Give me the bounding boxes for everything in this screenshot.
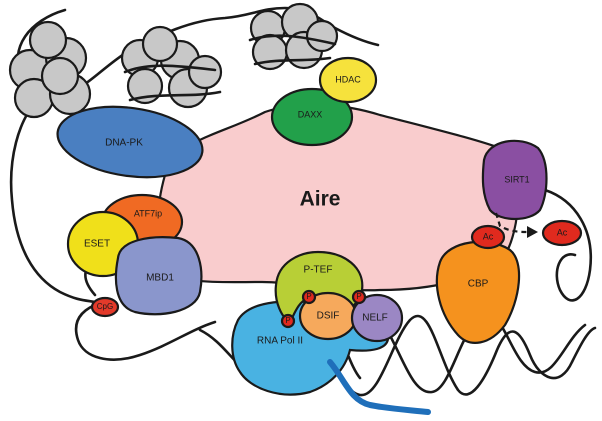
histone-wraps: [123, 34, 337, 102]
cbp-label: CBP: [468, 279, 489, 290]
dsif-label: DSIF: [317, 311, 340, 322]
rnapol-label: RNA Pol II: [257, 336, 303, 347]
rna-transcript: [327, 359, 431, 415]
dnapk-label: DNA-PK: [105, 138, 143, 149]
cpg-label: CpG: [97, 302, 113, 311]
dna-strand-bottom-2: [303, 303, 597, 397]
histone-cluster-middle: [120, 25, 223, 109]
ptef-label: P-TEF: [304, 265, 333, 276]
phospho-label-2: P: [306, 292, 311, 301]
phospho-label-1: P: [285, 316, 290, 325]
acetyl-bound: Ac: [470, 224, 506, 250]
phospho-marker-1: P: [280, 313, 296, 329]
aire-label: Aire: [300, 188, 341, 211]
phospho-label-3: P: [356, 292, 361, 301]
acetyl-free: Ac: [541, 219, 583, 247]
ac-bound-label: Ac: [483, 231, 494, 241]
histone-cluster-left: [8, 20, 92, 119]
hdac-label: HDAC: [335, 74, 361, 84]
dnapk-protein: DNA-PK: [56, 105, 204, 179]
dna-strand-right: [543, 188, 593, 302]
mbd1-label: MBD1: [146, 273, 174, 284]
sirt1-protein: SIRT1: [481, 139, 548, 221]
phospho-marker-3: P: [351, 289, 367, 305]
eset-label: ESET: [84, 239, 110, 250]
nelf-label: NELF: [362, 313, 388, 324]
ac-free-label: Ac: [557, 227, 568, 237]
mbd1-protein: MBD1: [114, 236, 203, 316]
cpg-marker: CpG: [90, 296, 120, 318]
nelf-protein: NELF: [350, 293, 404, 343]
atf7ip-label: ATF7ip: [134, 208, 162, 218]
sirt1-label: SIRT1: [504, 174, 529, 184]
cbp-protein: CBP: [435, 240, 521, 344]
hdac-protein: HDAC: [318, 56, 378, 104]
daxx-label: DAXX: [298, 109, 323, 119]
daxx-protein: DAXX: [270, 87, 354, 147]
phospho-marker-2: P: [301, 289, 317, 305]
acetyl-release-arrow: [494, 212, 538, 238]
